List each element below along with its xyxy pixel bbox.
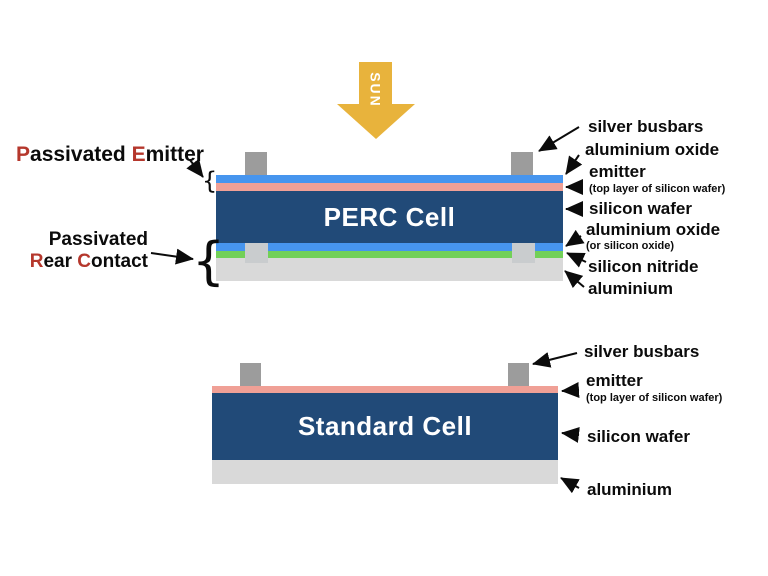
standard-silver-busbar-right xyxy=(508,363,529,386)
perc-rear-contact-left xyxy=(245,243,268,263)
standard-label-silver-busbars: silver busbars xyxy=(584,342,700,361)
emitter-brace: { xyxy=(202,167,218,195)
standard-label-silicon-wafer: silicon wafer xyxy=(587,427,690,446)
perc-silicon-wafer-layer xyxy=(216,191,563,243)
perc-emitter-layer xyxy=(216,183,563,191)
passivated-rear-contact-line1: Passivated xyxy=(48,229,148,250)
sun-arrow-head xyxy=(337,104,415,139)
perc-label-silicon-wafer: silicon wafer xyxy=(589,199,692,218)
perc-aluminium-layer xyxy=(216,258,563,281)
perc-label-aluminium: aluminium xyxy=(588,279,674,298)
perc-silver-busbar-right xyxy=(511,152,533,176)
perc-silver-busbar-left xyxy=(245,152,267,176)
passivated-emitter-p: P xyxy=(16,143,31,166)
standard-aluminium-layer xyxy=(212,460,558,484)
rear-contact-c: C xyxy=(77,251,91,272)
perc-label-aluminium-oxide-top: aluminium oxide xyxy=(585,140,720,159)
perc-label-silicon-nitride: silicon nitride xyxy=(588,257,699,276)
perc-label-silver-busbars: silver busbars xyxy=(588,117,704,136)
perc-rear-contact-right xyxy=(512,243,535,263)
perc-aluminium-oxide-bottom-layer xyxy=(216,243,563,251)
perc-label-aluminium-oxide-bottom: aluminium oxide xyxy=(586,220,721,239)
passivated-rear-contact-line2: Rear Contact xyxy=(29,251,148,272)
rear-contact-brace: { xyxy=(192,232,226,292)
perc-aluminium-oxide-top-layer xyxy=(216,175,563,183)
standard-silicon-wafer-layer xyxy=(212,393,558,460)
passivated-emitter-label: Passivated Emitter xyxy=(16,143,204,166)
perc-label-emitter-sub: (top layer of silicon wafer) xyxy=(589,183,726,195)
perc-cell-title: PERC Cell xyxy=(323,202,456,232)
rear-contact-r: R xyxy=(29,251,44,272)
standard-silver-busbar-left xyxy=(240,363,261,386)
standard-label-emitter-sub: (top layer of silicon wafer) xyxy=(586,392,723,404)
standard-label-emitter: emitter xyxy=(586,371,643,390)
perc-label-emitter: emitter xyxy=(589,162,646,181)
sun-label: SUN xyxy=(367,72,384,108)
passivated-rear-contact-label: Passivated Rear Contact xyxy=(28,229,148,273)
perc-silicon-nitride-layer xyxy=(216,251,563,258)
standard-label-aluminium: aluminium xyxy=(587,480,673,499)
passivated-emitter-e: E xyxy=(131,143,146,166)
sun-arrow-shaft xyxy=(359,62,392,105)
standard-emitter-layer xyxy=(212,386,558,393)
perc-label-aluminium-oxide-bottom-sub: (or silicon oxide) xyxy=(586,240,675,252)
standard-cell-title: Standard Cell xyxy=(297,411,473,441)
